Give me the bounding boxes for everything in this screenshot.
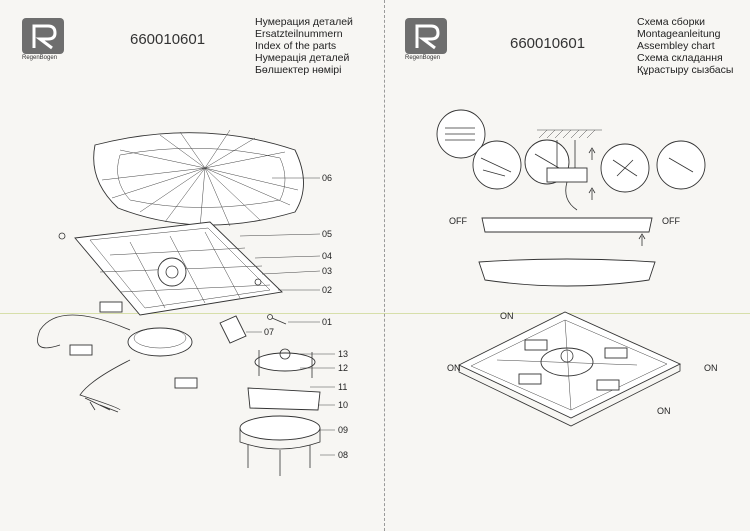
off-label-left: OFF (449, 216, 467, 226)
part-label-09: 09 (338, 425, 348, 435)
page-titles: Схема сборки Montageanleitung Assembley … (637, 16, 733, 76)
part-label-04: 04 (322, 251, 332, 261)
part-shade-06 (93, 129, 304, 229)
part-label-08: 08 (338, 450, 348, 460)
title-uk: Нумерація деталей (255, 52, 350, 64)
wiring-detail-right (600, 140, 706, 193)
leader-lines (239, 177, 335, 456)
exploded-parts-diagram: 06 05 04 03 02 01 07 13 12 11 10 09 08 (37, 129, 348, 476)
part-label-03: 03 (322, 266, 332, 276)
part-screw-01 (267, 314, 287, 325)
part-base-plate (58, 221, 283, 316)
title-kk: Құрастыру сызбасы (637, 64, 734, 76)
on-label-bottom: ON (657, 406, 671, 416)
part-label-07: 07 (264, 327, 274, 337)
part-label-06: 06 (322, 173, 332, 183)
title-kk: Бөлшектер нөмірі (255, 64, 342, 76)
title-en: Assembley chart (637, 40, 715, 52)
brand-name: RegenBogen (405, 55, 441, 61)
part-label-13: 13 (338, 349, 348, 359)
cable-and-spacers (37, 301, 198, 413)
lamp-side-view (478, 217, 656, 287)
title-en: Index of the parts (255, 40, 337, 52)
part-label-05: 05 (322, 229, 332, 239)
lamp-isometric-view (457, 311, 682, 427)
title-ru: Нумерация деталей (255, 16, 353, 28)
assembly-page: RegenBogen 660010601 Схема сборки Montag… (387, 0, 750, 531)
mount-assembly (239, 348, 321, 476)
page-fold-line (384, 0, 385, 531)
title-de: Montageanleitung (637, 28, 721, 40)
title-uk: Схема складання (637, 52, 723, 64)
on-label-right: ON (704, 363, 718, 373)
title-ru: Схема сборки (637, 16, 705, 28)
brand-logo: RegenBogen (405, 18, 447, 64)
ceiling-mount (546, 140, 596, 211)
part-label-02: 02 (322, 285, 332, 295)
parts-index-page: RegenBogen 660010601 Нумерация деталей E… (22, 16, 353, 476)
part-label-01: 01 (322, 317, 332, 327)
brand-name: RegenBogen (22, 55, 58, 61)
logo-mark-icon (405, 18, 447, 54)
part-block-07 (219, 315, 247, 344)
assembly-diagram: OFF OFF ON ON ON ON (436, 109, 718, 427)
off-label-right: OFF (662, 216, 680, 226)
scan-guide-line (0, 313, 750, 314)
page-titles: Нумерация деталей Ersatzteilnummern Inde… (255, 16, 353, 76)
on-label-left: ON (447, 363, 461, 373)
part-label-11: 11 (338, 382, 347, 392)
logo-mark-icon (22, 18, 64, 54)
part-label-10: 10 (338, 400, 348, 410)
part-label-12: 12 (338, 363, 348, 373)
wiring-detail-left (436, 109, 570, 190)
on-label-top: ON (500, 311, 514, 321)
product-code: 660010601 (130, 31, 206, 48)
product-code: 660010601 (510, 35, 586, 52)
ceiling-hatch (537, 129, 602, 139)
brand-logo: RegenBogen (22, 18, 64, 64)
led-driver-disk (127, 327, 193, 357)
title-de: Ersatzteilnummern (255, 28, 343, 40)
